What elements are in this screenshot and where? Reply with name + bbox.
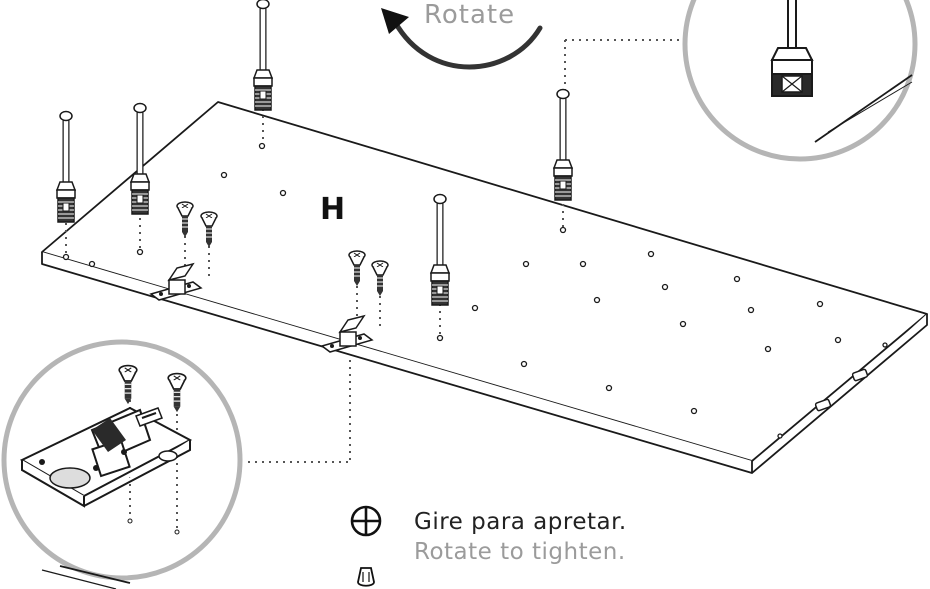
rotate-label: Rotate <box>424 0 516 30</box>
phillips-head-icon <box>350 505 382 537</box>
instruction-primary: Gire para apretar. <box>414 509 627 535</box>
detail-zoom-hinge <box>1 339 243 589</box>
curved-arrow-icon <box>381 8 543 70</box>
dowel-pins <box>814 368 869 412</box>
guide-lines <box>65 39 680 463</box>
screwdriver-icon <box>357 567 375 587</box>
detail-zoom-top <box>682 0 918 162</box>
panel-board <box>41 101 928 474</box>
part-label: H <box>320 192 346 227</box>
instruction-secondary: Rotate to tighten. <box>414 539 626 565</box>
panel-holes <box>62 142 888 439</box>
